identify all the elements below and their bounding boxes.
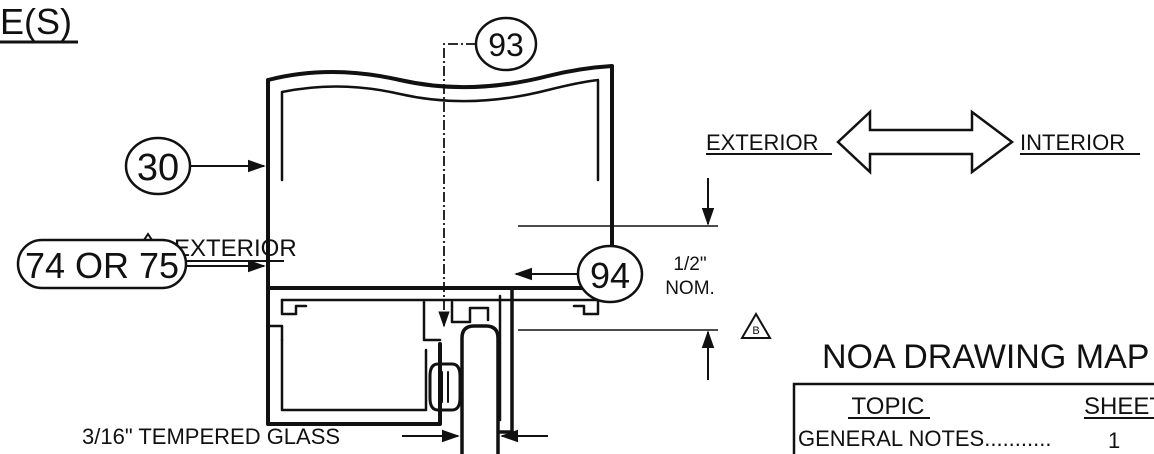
frame-profile (266, 64, 614, 434)
drawing-map-col-topic: TOPIC (852, 393, 925, 420)
leader-93 (438, 43, 476, 328)
callout-93: 93 (438, 16, 538, 328)
exterior-label-right: EXTERIOR (706, 130, 818, 155)
drawing-map-row-sheet: 1 (1108, 428, 1120, 453)
interior-label: INTERIOR (1020, 130, 1125, 155)
dimension-nominal: NOM. (665, 278, 715, 299)
callout-30: 30 (124, 136, 266, 196)
svg-text:74 OR 75: 74 OR 75 (25, 245, 179, 286)
callout-94: 94 (514, 244, 644, 304)
drawing-map-frame (792, 382, 1154, 454)
drawing-map-row-topic: GENERAL NOTES........... (798, 426, 1051, 451)
svg-text:93: 93 (488, 27, 524, 63)
exterior-label-left: EXTERIOR (174, 235, 297, 262)
svg-text:30: 30 (137, 147, 179, 189)
glass-label: 3/16" TEMPERED GLASS (82, 424, 340, 449)
callout-74-or-75: 74 OR 75 (16, 238, 266, 290)
glass-pane (460, 324, 500, 454)
svg-text:B: B (752, 325, 759, 337)
drawing-map-title: NOA DRAWING MAP (822, 338, 1149, 376)
dimension-value: 1/2" (673, 254, 706, 275)
double-arrow-icon (836, 109, 1015, 175)
svg-text:94: 94 (590, 255, 630, 296)
section-title-fragment: E(S) (0, 1, 72, 42)
revision-mark-dim: B (740, 312, 772, 339)
drawing-map-col-sheet: SHEET (1084, 393, 1154, 420)
dimension-half-inch (518, 178, 718, 380)
